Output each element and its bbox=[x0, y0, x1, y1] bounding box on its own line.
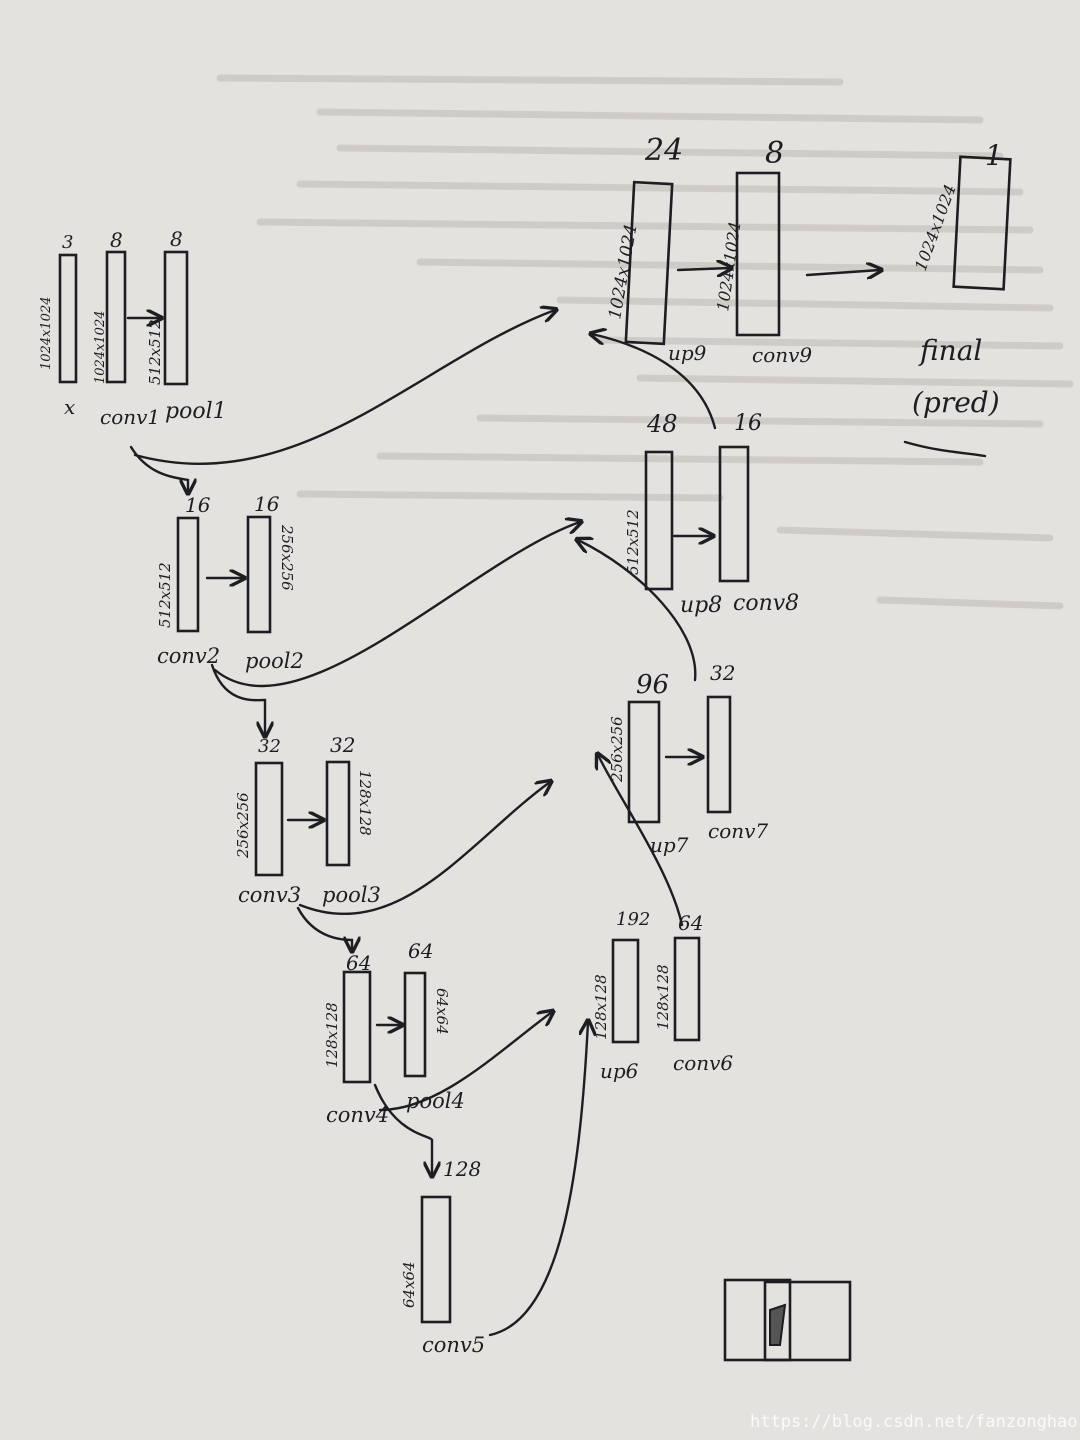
name-pool4: pool4 bbox=[406, 1089, 465, 1113]
block-conv4 bbox=[342, 970, 372, 1084]
size-conv2: 512x512 bbox=[156, 562, 174, 628]
name-pool2: pool2 bbox=[245, 649, 304, 673]
block-conv2 bbox=[176, 516, 200, 633]
name-up6: up6 bbox=[600, 1059, 639, 1083]
block-pool4 bbox=[403, 971, 427, 1078]
name-x: x bbox=[64, 395, 75, 419]
size-labels: 1024x1024 1024x1024 512x512 512x512 256x… bbox=[39, 182, 960, 1308]
name-up7: up7 bbox=[650, 833, 689, 857]
name-final: final bbox=[918, 334, 982, 367]
name-conv2: conv2 bbox=[157, 644, 220, 668]
block-conv6 bbox=[673, 936, 701, 1042]
block-names: x conv1 pool1 conv2 pool2 conv3 pool3 co… bbox=[64, 334, 1000, 1357]
name-conv5: conv5 bbox=[422, 1333, 485, 1357]
size-conv5: 64x64 bbox=[400, 1261, 418, 1308]
channels-conv5: 128 bbox=[443, 1157, 481, 1181]
size-pool2: 256x256 bbox=[278, 524, 296, 591]
name-conv8: conv8 bbox=[733, 591, 799, 616]
name-conv4: conv4 bbox=[326, 1103, 389, 1127]
name-pool1: pool1 bbox=[165, 399, 227, 424]
size-up6: 128x128 bbox=[592, 974, 610, 1040]
overlap-sketch bbox=[723, 1278, 852, 1362]
channels-pool3: 32 bbox=[330, 733, 355, 757]
name-conv1: conv1 bbox=[100, 405, 160, 429]
block-up9 bbox=[624, 180, 674, 346]
block-final bbox=[952, 155, 1012, 291]
size-conv1: 1024x1024 bbox=[93, 311, 108, 385]
size-up7: 256x256 bbox=[608, 716, 626, 783]
channels-conv3: 32 bbox=[258, 736, 281, 757]
final-underline bbox=[903, 440, 987, 458]
channels-up9: 24 bbox=[644, 133, 683, 168]
channels-up7: 96 bbox=[636, 670, 669, 700]
channel-labels: 3 8 8 16 16 32 32 64 64 128 192 64 96 32… bbox=[62, 133, 1003, 1181]
channels-pool2: 16 bbox=[254, 492, 280, 516]
watermark: https://blog.csdn.net/fanzonghao bbox=[750, 1412, 1078, 1432]
channels-conv8: 16 bbox=[734, 411, 762, 436]
channels-conv9: 8 bbox=[765, 136, 784, 171]
name-conv9: conv9 bbox=[752, 343, 812, 367]
channels-up6: 192 bbox=[616, 909, 650, 930]
size-conv6: 128x128 bbox=[654, 964, 672, 1030]
name-conv7: conv7 bbox=[708, 819, 768, 843]
channels-pool4: 64 bbox=[408, 939, 433, 963]
size-conv4: 128x128 bbox=[323, 1002, 341, 1068]
name-conv6: conv6 bbox=[673, 1051, 733, 1075]
block-up7 bbox=[627, 700, 661, 824]
name-pool3: pool3 bbox=[322, 883, 381, 907]
channels-conv6: 64 bbox=[678, 911, 703, 935]
feature-blocks bbox=[58, 155, 1012, 1324]
size-up8: 512x512 bbox=[624, 509, 642, 575]
block-conv9 bbox=[735, 171, 781, 337]
channels-conv1: 8 bbox=[110, 228, 123, 252]
channels-conv4: 64 bbox=[346, 951, 371, 975]
channels-pool1: 8 bbox=[170, 227, 183, 251]
name-conv3: conv3 bbox=[238, 883, 301, 907]
channels-conv7: 32 bbox=[710, 661, 735, 685]
block-x bbox=[58, 253, 78, 384]
size-pool1: 512x512 bbox=[146, 319, 164, 385]
block-pool3 bbox=[325, 760, 351, 867]
arrows bbox=[126, 268, 880, 1337]
block-conv3 bbox=[254, 761, 284, 877]
final-note: (pred) bbox=[912, 386, 1000, 419]
channels-final: 1 bbox=[985, 139, 1003, 172]
block-pool1 bbox=[163, 250, 189, 386]
block-up6 bbox=[611, 938, 640, 1044]
block-conv1 bbox=[105, 250, 127, 384]
size-conv3: 256x256 bbox=[234, 792, 252, 859]
block-conv5 bbox=[420, 1195, 452, 1324]
block-pool2 bbox=[246, 515, 272, 634]
channels-up8: 48 bbox=[646, 410, 678, 438]
block-conv8 bbox=[718, 445, 750, 583]
name-up8: up8 bbox=[680, 593, 722, 618]
channels-x: 3 bbox=[62, 232, 73, 253]
size-x: 1024x1024 bbox=[39, 297, 54, 371]
size-pool3: 128x128 bbox=[356, 770, 374, 836]
size-up9: 1024x1024 bbox=[605, 223, 641, 321]
name-up9: up9 bbox=[668, 341, 707, 365]
block-conv7 bbox=[706, 695, 732, 814]
block-up8 bbox=[644, 450, 674, 591]
size-pool4: 64x64 bbox=[433, 988, 451, 1035]
channels-conv2: 16 bbox=[185, 493, 211, 517]
